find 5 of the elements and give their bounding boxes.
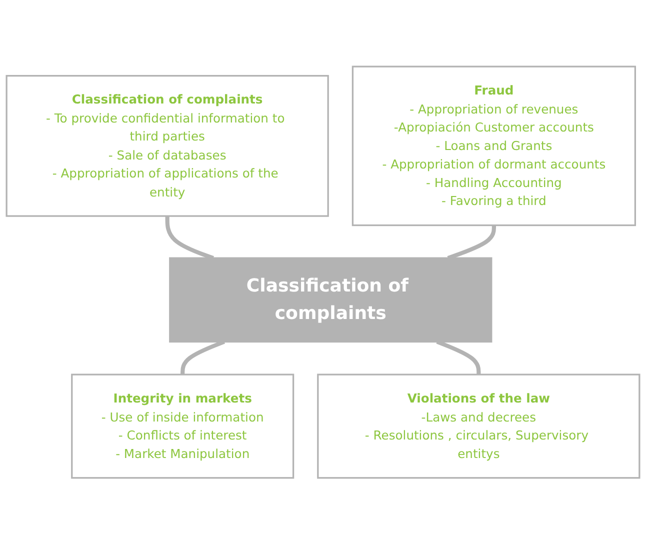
node-box: Integrity in markets - Use of inside information - Conflicts of interest - Market Manipulation bbox=[71, 374, 294, 478]
node-box: Fraud - Appropriation of revenues -Apropiación Customer accounts - Loans and Grants - Appropriation of dormant accounts - Handling Accounting - Favoring a third bbox=[352, 66, 636, 226]
node-box: Violations of the law -Laws and decrees - Resolutions , circulars, Supervisory entitys bbox=[317, 374, 640, 478]
node-box: Classification of complaints bbox=[169, 257, 492, 342]
node-box: Classification of complaints - To provide confidential information to third parties - Sale of databases - Appropriation of applications of the entity bbox=[6, 74, 329, 217]
